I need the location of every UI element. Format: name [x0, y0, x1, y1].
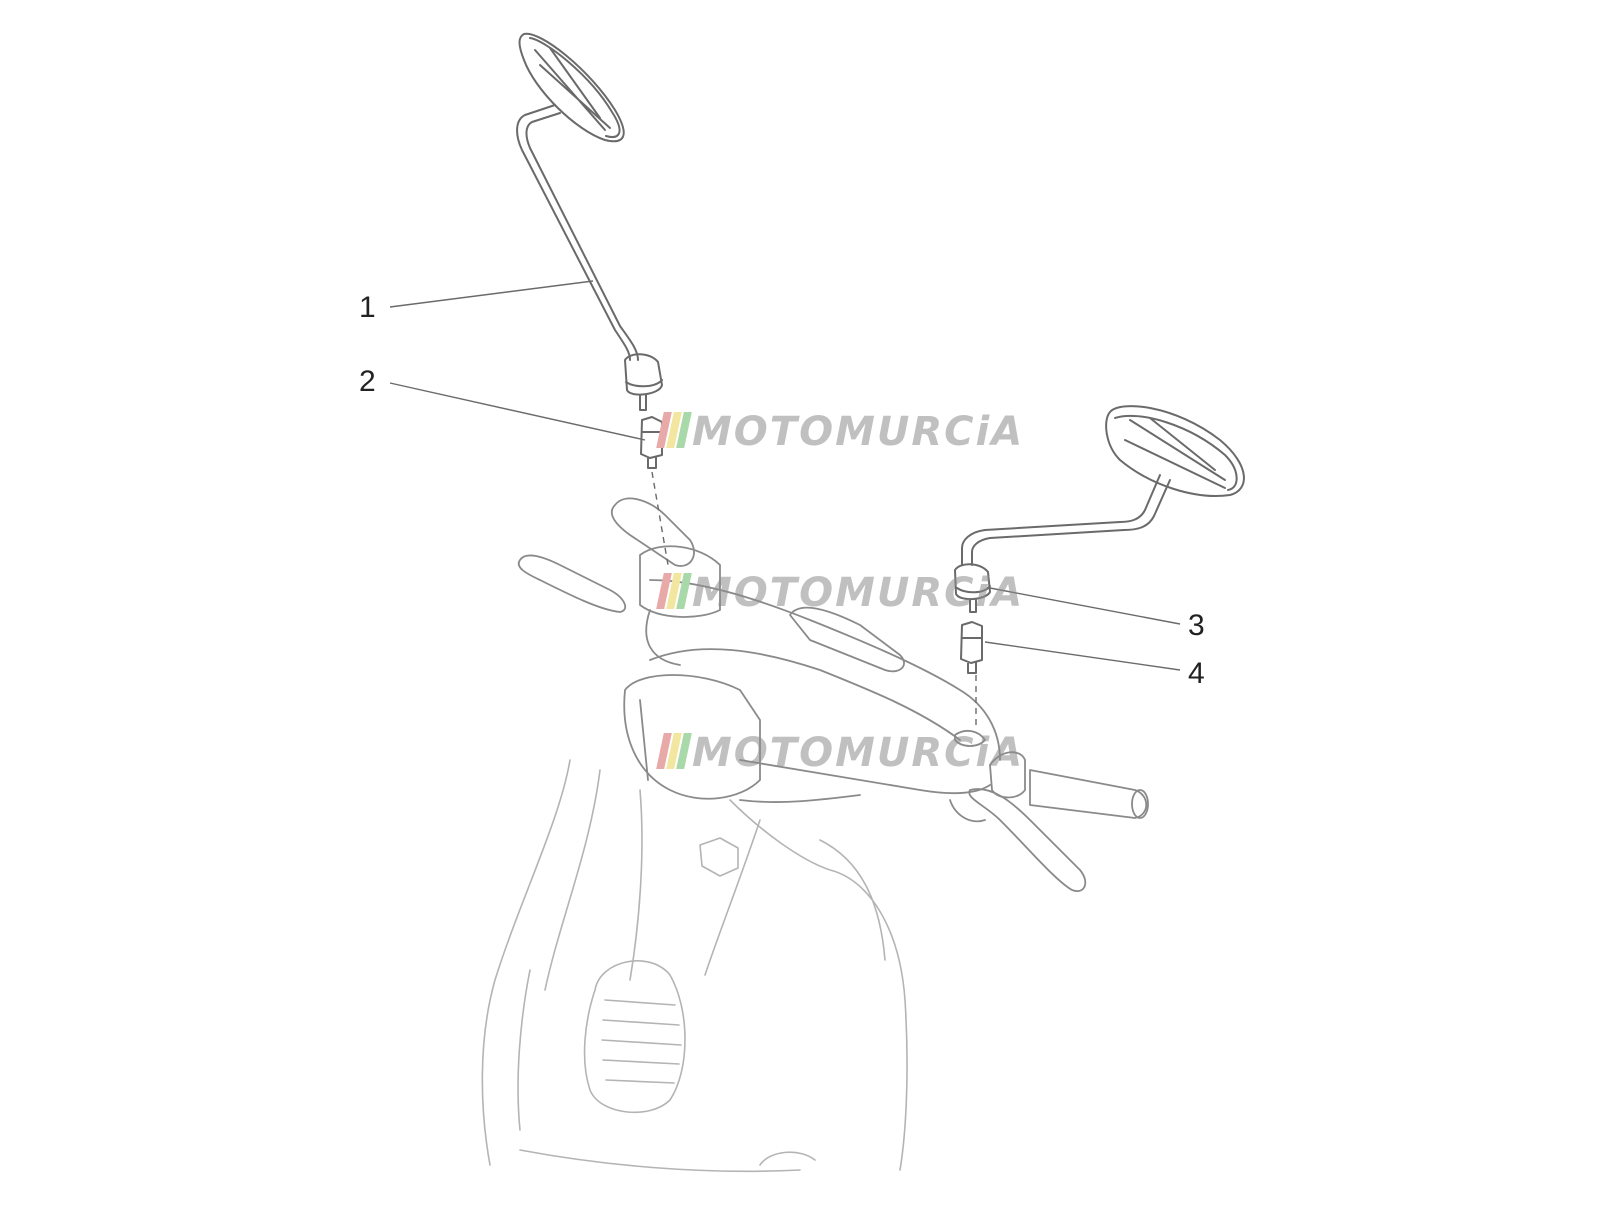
leader-line-4 [984, 641, 1181, 671]
callout-3: 3 [1188, 609, 1205, 642]
right-mirror [954, 405, 1245, 613]
right-adapter [960, 621, 983, 674]
handlebar-headset [517, 497, 1149, 892]
scooter-body-outline [481, 759, 908, 1173]
callout-1: 1 [359, 291, 376, 324]
callout-2: 2 [359, 365, 376, 398]
leader-line-1 [389, 280, 594, 308]
leader-line-2 [389, 382, 646, 441]
watermark-flag-3 [656, 733, 692, 769]
leader-lines [389, 280, 1181, 671]
watermark-text-3: MOTOMURCiA [692, 730, 1025, 776]
callout-4: 4 [1188, 657, 1205, 690]
watermark-flag-1 [656, 412, 692, 448]
watermark-flag-2 [656, 573, 692, 609]
assembly-axis-lines [651, 471, 977, 730]
left-mirror [516, 32, 663, 411]
watermark-text-2: MOTOMURCiA [692, 570, 1025, 616]
leader-line-3 [989, 587, 1181, 625]
watermark-text-1: MOTOMURCiA [692, 409, 1025, 455]
